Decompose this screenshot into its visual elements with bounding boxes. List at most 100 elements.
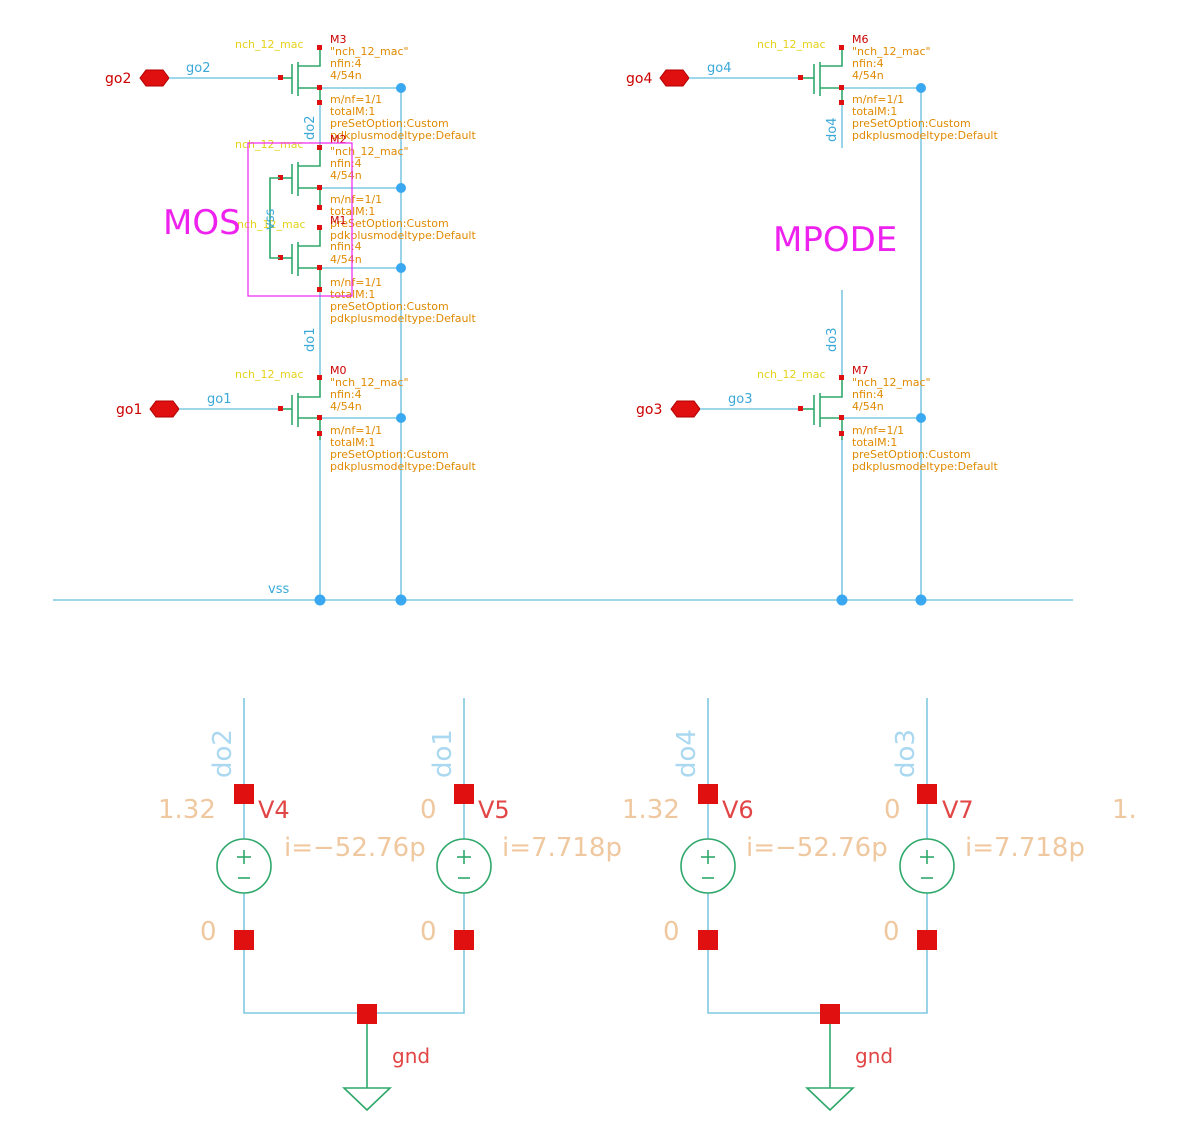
m7-param-4: totalM:1 xyxy=(852,436,897,449)
m3-param-5: preSetOption:Custom xyxy=(330,117,449,130)
transistor-m6[interactable]: nch_12_mac M6 "nch_12_mac" nfin:4 4/54n … xyxy=(757,33,998,142)
transistor-m7[interactable]: nch_12_mac M7 "nch_12_mac" nfin:4 4/54n … xyxy=(757,364,998,473)
ground-left-label: gnd xyxy=(392,1044,430,1068)
net-go2-label: go2 xyxy=(186,61,210,76)
m3-instance: M3 xyxy=(330,33,347,46)
m7-drain xyxy=(820,378,843,398)
m1-model: nch_12_mac xyxy=(237,218,306,231)
m6-drain xyxy=(820,48,843,67)
mpode-annotation: MPODE xyxy=(773,220,897,260)
m3-gate-pin xyxy=(278,75,283,80)
source-v7[interactable]: do3 0 V7 i=7.718p 0 xyxy=(883,698,1085,950)
v6-body xyxy=(680,838,736,894)
m3-param-2: 4/54n xyxy=(330,69,362,82)
v5-net-label: do1 xyxy=(428,729,458,778)
v5-body xyxy=(436,838,492,894)
v6-top-pin xyxy=(698,784,718,804)
v4-name: V4 xyxy=(258,796,290,824)
v5-top-pin xyxy=(454,784,474,804)
ground-left[interactable]: gnd xyxy=(243,950,465,1112)
m7-source xyxy=(820,417,843,440)
inner-vss-label: vss xyxy=(263,209,278,230)
v5-current: i=7.718p xyxy=(502,833,622,863)
m6-bulk-pin xyxy=(839,85,844,90)
transistor-m0[interactable]: nch_12_mac M0 "nch_12_mac" nfin:4 4/54n … xyxy=(235,364,476,473)
mos-highlight-box[interactable] xyxy=(247,142,353,297)
v5-bottom-pin xyxy=(454,930,474,950)
transistor-m1[interactable]: nch_12_mac M1 nfin:4 4/54n m/nf=1/1 tota… xyxy=(237,214,476,325)
m3-param-3: m/nf=1/1 xyxy=(330,93,382,106)
m2-gate-pin xyxy=(278,175,283,180)
m3-param-1: nfin:4 xyxy=(330,57,362,70)
port-go3[interactable]: go3 go3 xyxy=(636,392,801,418)
m2-drain-pin xyxy=(317,145,322,150)
port-go2-icon[interactable] xyxy=(139,69,170,87)
net-go1-label: go1 xyxy=(207,392,231,407)
v7-current: i=7.718p xyxy=(965,833,1085,863)
ground-right-icon xyxy=(805,1087,855,1112)
ground-right[interactable]: gnd xyxy=(707,950,928,1112)
v5-name: V5 xyxy=(478,796,510,824)
m0-param-2: 4/54n xyxy=(330,400,362,413)
net-do1-label: do1 xyxy=(303,328,318,352)
net-do3-label: do3 xyxy=(825,328,840,352)
m0-param-5: preSetOption:Custom xyxy=(330,448,449,461)
port-go4[interactable]: go4 go4 xyxy=(626,61,801,87)
v4-current: i=−52.76p xyxy=(284,833,426,863)
v7-top-pin xyxy=(917,784,937,804)
net-go4-label: go4 xyxy=(707,61,731,76)
m3-param-6: pdkplusmodeltype:Default xyxy=(330,129,476,142)
v6-voltage: 1.32 xyxy=(622,795,680,825)
m1-drain xyxy=(298,228,321,247)
port-go1[interactable]: go1 go1 xyxy=(116,392,280,418)
m2-param-1: nfin:4 xyxy=(330,157,362,170)
m7-bulk-pin xyxy=(839,415,844,420)
m1-source-pin xyxy=(317,287,322,292)
port-go4-icon[interactable] xyxy=(659,69,690,87)
m6-param-3: m/nf=1/1 xyxy=(852,93,904,106)
v7-name: V7 xyxy=(942,796,974,824)
port-go3-label: go3 xyxy=(636,402,662,418)
v7-voltage: 0 xyxy=(884,795,901,825)
m6-model: nch_12_mac xyxy=(757,38,826,51)
m1-param-2: m/nf=1/1 xyxy=(330,276,382,289)
m2-param-3: m/nf=1/1 xyxy=(330,193,382,206)
m0-param-3: m/nf=1/1 xyxy=(330,424,382,437)
m1-param-4: preSetOption:Custom xyxy=(330,300,449,313)
v4-bottom-pin xyxy=(234,930,254,950)
source-v6[interactable]: do4 1.32 V6 i=−52.76p 0 xyxy=(622,698,888,950)
port-go3-icon[interactable] xyxy=(670,400,701,418)
source-v4[interactable]: do2 1.32 V4 i=−52.76p 0 xyxy=(158,698,426,950)
m7-model: nch_12_mac xyxy=(757,368,826,381)
transistor-m2[interactable]: nch_12_mac M2 "nch_12_mac" nfin:4 4/54n … xyxy=(235,133,476,242)
ground-right-label: gnd xyxy=(855,1044,893,1068)
v6-current: i=−52.76p xyxy=(746,833,888,863)
v4-body xyxy=(216,838,272,894)
v4-bottom-value: 0 xyxy=(200,917,217,947)
m1-param-0: nfin:4 xyxy=(330,240,362,253)
source-v5[interactable]: do1 0 V5 i=7.718p 0 xyxy=(420,698,622,950)
net-go3-label: go3 xyxy=(728,392,752,407)
port-go2[interactable]: go2 go2 xyxy=(105,61,280,87)
v7-body xyxy=(899,838,955,894)
m2-bulk-pin xyxy=(317,185,322,190)
m0-instance: M0 xyxy=(330,364,347,377)
net-do4-label: do4 xyxy=(825,118,840,142)
m1-param-3: totalM:1 xyxy=(330,288,375,301)
junction-dots xyxy=(314,83,927,606)
v5-bottom-value: 0 xyxy=(420,917,437,947)
ground-right-wire xyxy=(707,950,928,1014)
transistor-m3[interactable]: nch_12_mac M3 "nch_12_mac" nfin:4 4/54n … xyxy=(235,33,476,142)
port-go4-label: go4 xyxy=(626,71,652,87)
port-go1-icon[interactable] xyxy=(149,400,180,418)
m0-source-pin xyxy=(317,431,322,436)
m6-param-6: pdkplusmodeltype:Default xyxy=(852,129,998,142)
m7-param-2: 4/54n xyxy=(852,400,884,413)
m0-source xyxy=(298,417,321,440)
m2-param-4: totalM:1 xyxy=(330,205,375,218)
m2-param-2: 4/54n xyxy=(330,169,362,182)
v5-voltage: 0 xyxy=(420,795,437,825)
m7-gate-pin xyxy=(798,406,803,411)
m2-param-6: pdkplusmodeltype:Default xyxy=(330,229,476,242)
